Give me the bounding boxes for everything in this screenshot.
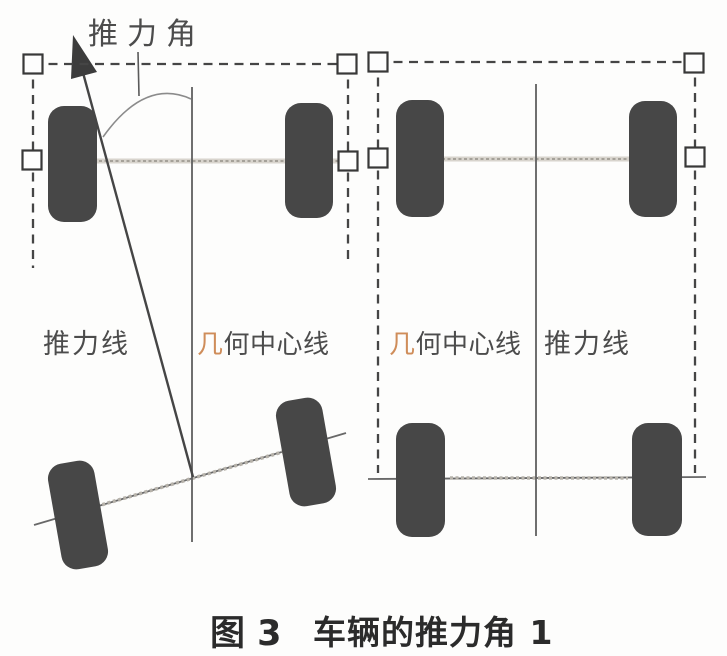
center-line-label-right-accent: 几: [389, 330, 416, 360]
left-vehicle-diagram: 推力角 推力线 几何中心线: [21, 17, 359, 570]
center-line-label-right-rest: 何中心线: [416, 330, 522, 360]
thrust-line-left: [74, 46, 195, 478]
thrust-line-label-right: 推力线: [544, 329, 631, 360]
selection-handle: [21, 149, 43, 171]
wheel-front-left: [48, 106, 97, 222]
wheel-front-right: [285, 103, 333, 218]
selection-handle: [684, 146, 706, 168]
thrust-angle-arc: [102, 92, 192, 138]
selection-handle: [336, 53, 358, 75]
selection-handle: [337, 150, 359, 172]
thrust-arrow-head-icon: [71, 35, 97, 79]
center-line-label-left-accent: 几: [197, 330, 224, 360]
figure-caption: 图 3 车辆的推力角 1: [210, 613, 553, 654]
rear-axle-texture: [59, 439, 321, 519]
figure-caption-title: 车辆的推力角 1: [313, 613, 553, 652]
selection-box-right: [376, 60, 697, 473]
center-line-label-left-rest: 何中心线: [224, 330, 330, 360]
thrust-line-label-left: 推力线: [43, 329, 130, 360]
wheel-front-right: [629, 101, 677, 217]
wheel-rear-left-tire: [47, 460, 109, 570]
selection-handle: [683, 52, 705, 74]
selection-handle: [367, 51, 389, 73]
center-line-label-right: 几何中心线: [389, 330, 522, 360]
center-line-label-left: 几何中心线: [197, 330, 330, 360]
wheel-front-left: [396, 100, 444, 217]
thrust-angle-label: 推力角: [88, 17, 205, 52]
thrust-angle-leader-line: [137, 51, 140, 97]
selection-handle: [22, 53, 44, 75]
wheel-rear-left: [47, 460, 109, 570]
wheel-rear-right: [275, 397, 337, 507]
selection-handle: [367, 147, 389, 169]
wheel-rear-left: [396, 423, 445, 537]
wheel-rear-right: [632, 423, 682, 536]
wheel-rear-right-tire: [275, 397, 337, 507]
right-vehicle-diagram: 几何中心线 推力线: [367, 51, 707, 537]
figure-caption-number: 图 3: [210, 614, 282, 654]
